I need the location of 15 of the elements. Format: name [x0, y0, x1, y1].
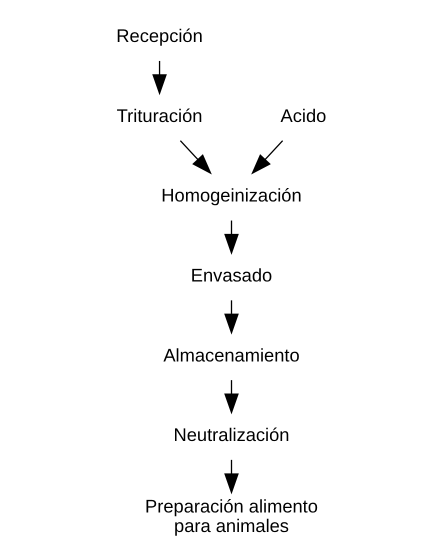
node-text: Homogeinización	[161, 184, 302, 206]
node-text: Recepción	[116, 25, 203, 46]
arrow	[251, 140, 284, 174]
node-text: Envasado	[190, 264, 272, 286]
node-text: Almacenamiento	[163, 344, 300, 366]
node-text: Acido	[280, 104, 326, 126]
arrow	[152, 60, 167, 96]
node-text: Neutralización	[174, 424, 290, 446]
arrow	[224, 380, 239, 414]
arrow	[180, 140, 212, 174]
node-text: Preparación alimento para animales	[145, 495, 318, 536]
arrow	[224, 220, 239, 255]
arrow	[224, 460, 239, 494]
node-text: Trituración	[116, 104, 202, 126]
arrow	[224, 300, 239, 335]
